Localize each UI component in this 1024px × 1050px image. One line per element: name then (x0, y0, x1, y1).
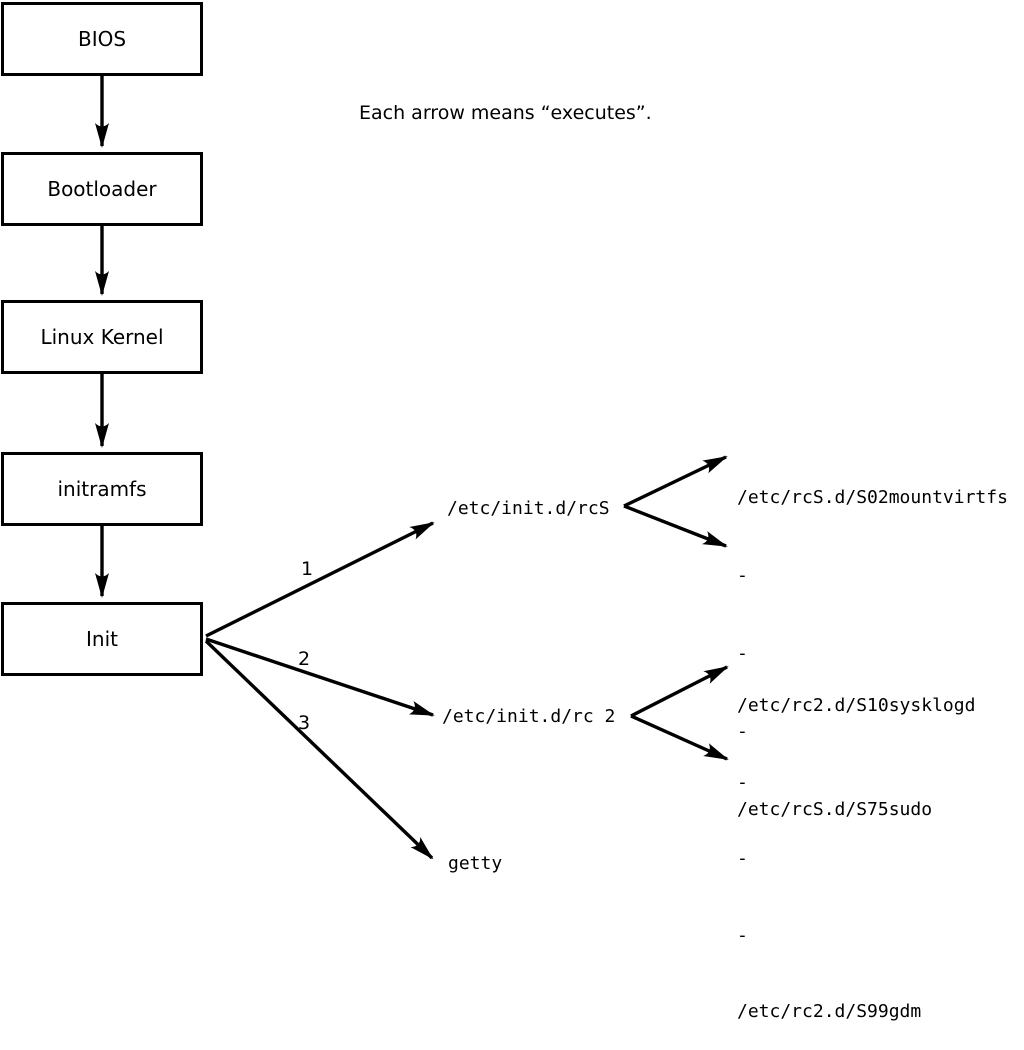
list-item: - (737, 848, 748, 869)
arrow-init-to-rcs (205, 521, 435, 638)
boot-process-diagram: { "note": "Each arrow means “executes”."… (1, 2, 1008, 1022)
list-item: /etc/rc2.d/S99gdm (737, 1001, 922, 1022)
list-item: - (737, 721, 748, 742)
rcs-children-list: /etc/rcS.d/S02mountvirtfs - - - /etc/rcS… (737, 433, 1008, 849)
edge-label-1: 1 (300, 558, 314, 580)
arrow-rcs-to-s02mountvirtfs (623, 455, 728, 508)
arrow-rc2-to-s99gdm (630, 714, 729, 761)
script-getty-label: getty (448, 853, 503, 874)
arrow-rcs-to-s75sudo (623, 504, 728, 548)
arrow-init-to-rc2 (205, 637, 435, 717)
arrow-init-to-getty (204, 639, 434, 860)
list-item: - (737, 924, 748, 946)
node-bootloader: Bootloader (1, 152, 203, 226)
node-initramfs-label: initramfs (57, 477, 147, 501)
list-item: - (737, 565, 748, 586)
node-init: Init (1, 602, 203, 676)
edge-label-3: 3 (297, 712, 311, 734)
edges-layer (95, 76, 729, 860)
list-item: - (737, 643, 748, 664)
list-item: /etc/rcS.d/S02mountvirtfs (737, 487, 1008, 508)
list-item: /etc/rc2.d/S10sysklogd (737, 695, 976, 716)
node-bootloader-label: Bootloader (47, 177, 157, 201)
node-initramfs: initramfs (1, 452, 203, 526)
node-bios: BIOS (1, 2, 203, 76)
list-item: /etc/rcS.d/S75sudo (737, 799, 933, 820)
node-linux-kernel: Linux Kernel (1, 300, 203, 374)
node-linux-kernel-label: Linux Kernel (40, 325, 164, 349)
node-init-label: Init (86, 627, 118, 651)
script-rc2-label: /etc/init.d/rc 2 (442, 706, 616, 727)
script-rcs-label: /etc/init.d/rcS (447, 498, 610, 519)
edge-label-2: 2 (297, 648, 311, 670)
rc2-children-list: /etc/rc2.d/S10sysklogd - - - /etc/rc2.d/… (737, 642, 975, 1050)
arrow-rc2-to-s10sysklogd (630, 665, 729, 718)
note-executes: Each arrow means “executes”. (359, 102, 652, 124)
node-bios-label: BIOS (77, 27, 127, 51)
list-item: - (737, 771, 748, 793)
